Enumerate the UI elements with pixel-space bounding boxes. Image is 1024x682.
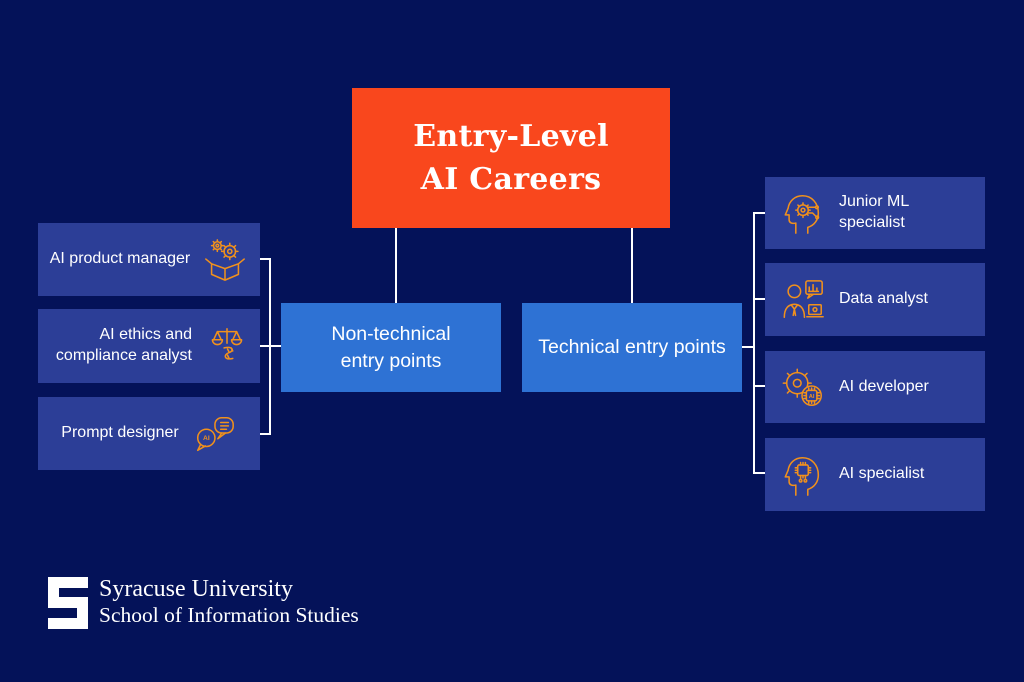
org-unit: School of Information Studies (99, 603, 359, 628)
title-line-1: Entry-Level (413, 118, 609, 154)
role-data-analyst: Data analyst (765, 263, 985, 336)
justice-scales-icon (211, 327, 243, 360)
connector-right-stub-2 (753, 298, 765, 300)
analyst-chart-laptop-icon (783, 279, 824, 318)
branch-non-technical: Non-technical entry points (281, 303, 501, 392)
role-label: AI specialist (839, 465, 925, 483)
logo-text: Syracuse University School of Informatio… (99, 575, 359, 629)
syracuse-logo: Syracuse University School of Informatio… (48, 575, 359, 629)
gear-ai-chip-icon: AI (782, 368, 822, 406)
connector-left-stub-2 (260, 345, 281, 347)
role-label: AI product manager (49, 250, 191, 268)
branch-non-technical-label: Non-technical entry points (331, 323, 451, 372)
role-label: Prompt designer (61, 424, 179, 442)
connector-right-stub-1 (753, 212, 765, 214)
role-label: Data analyst (839, 290, 928, 308)
gears-open-box-icon (205, 238, 246, 281)
branch-technical: Technical entry points (522, 303, 742, 392)
role-ai-developer: AI AI developer (765, 351, 985, 423)
role-ai-ethics-compliance-analyst: AI ethics and compliance analyst (38, 309, 260, 383)
connector-title-to-tech (631, 227, 633, 304)
role-label: AI developer (839, 377, 929, 395)
head-gear-circuit-icon (784, 194, 820, 234)
connector-left-stub-1 (259, 258, 271, 260)
connector-title-to-nontech (395, 227, 397, 304)
connector-right-stub-4 (753, 472, 765, 474)
syracuse-block-s-icon (48, 577, 88, 629)
svg-text:AI: AI (809, 394, 815, 400)
ai-chat-bubbles-icon: AI (196, 416, 234, 451)
svg-text:AI: AI (203, 435, 210, 442)
branch-technical-label: Technical entry points (538, 336, 726, 359)
head-chip-circuit-icon (784, 456, 820, 496)
connector-tech-stub (742, 346, 755, 348)
title-box: Entry-Level AI Careers (352, 88, 670, 228)
role-label: AI ethics and compliance analyst (55, 326, 192, 364)
role-prompt-designer: Prompt designer AI (38, 397, 260, 470)
role-junior-ml-specialist: Junior ML specialist (765, 177, 985, 249)
connector-left-bracket (269, 259, 271, 435)
connector-right-stub-3 (753, 385, 765, 387)
connector-right-bracket (753, 212, 755, 474)
org-name: Syracuse University (99, 576, 293, 602)
role-ai-specialist: AI specialist (765, 438, 985, 511)
role-ai-product-manager: AI product manager (38, 223, 260, 296)
title-line-2: AI Careers (420, 162, 602, 197)
connector-left-stub-3 (259, 433, 271, 435)
role-label: Junior ML specialist (839, 193, 909, 231)
